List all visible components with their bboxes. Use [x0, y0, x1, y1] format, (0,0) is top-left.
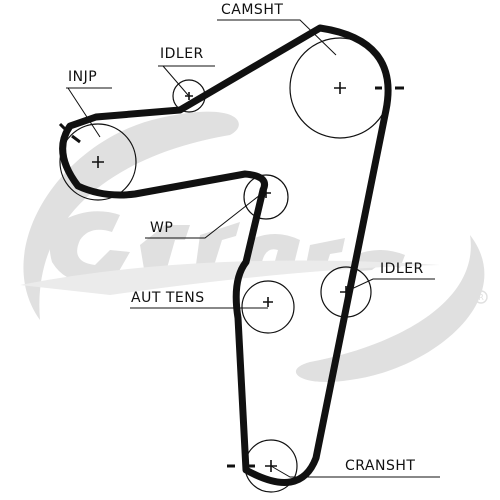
idler-top-leader: [158, 65, 215, 96]
idler-top-label: IDLER: [160, 46, 204, 62]
camshaft-pulley: [289, 37, 391, 139]
gates-watermark-logo: R: [20, 111, 488, 383]
water-pump-pulley: [243, 174, 289, 220]
injection-pump-leader: [66, 87, 112, 138]
water-pump-leader: [145, 194, 261, 239]
idler-right-pulley: [320, 266, 372, 318]
injection-pump-centre-cross: [92, 156, 104, 168]
crankshaft-label: CRANSHT: [345, 458, 415, 474]
camshaft-centre-cross: [334, 82, 346, 94]
watermark-right-crescent: [295, 235, 485, 383]
injection-pump-pulley: [59, 123, 137, 201]
timing-marks: [58, 86, 404, 468]
timing-belt: [59, 24, 392, 486]
water-pump-centre-cross: [261, 188, 271, 198]
idler-top-centre-cross: [185, 92, 193, 100]
water-pump-label: WP: [150, 220, 173, 236]
auto-tensioner-pulley: [241, 280, 295, 334]
idler-right-leader: [344, 278, 435, 293]
watermark-left-crescent: [23, 111, 239, 320]
leader-lines: [66, 19, 440, 478]
injection-pump-timing-mark: [58, 122, 81, 144]
idler-right-label: IDLER: [380, 261, 424, 277]
registered-mark-letter: R: [478, 293, 484, 302]
registered-mark-circle: [474, 290, 488, 304]
idler-top-pulley: [172, 79, 206, 113]
auto-tensioner-label: AUT TENS: [131, 290, 205, 306]
camshaft-leader: [217, 19, 337, 56]
crankshaft-pulley: [244, 439, 298, 493]
injection-pump-label: INJP: [68, 69, 97, 85]
camshaft-label: CAMSHT: [221, 2, 283, 18]
crankshaft-leader: [270, 465, 440, 478]
auto-tensioner-centre-cross: [263, 297, 273, 307]
